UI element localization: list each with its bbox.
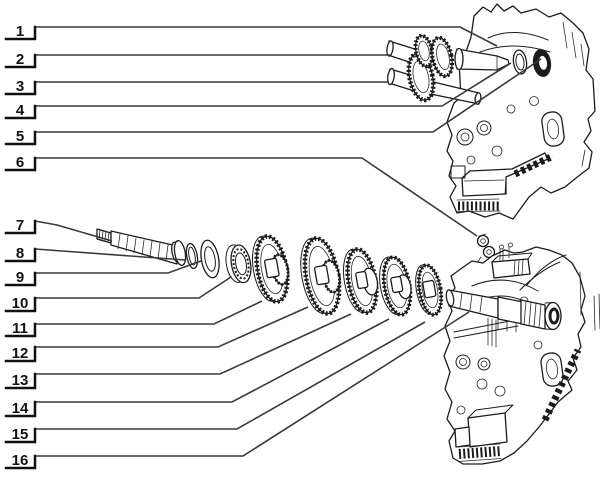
leader-lines — [34, 26, 542, 457]
exploded-parts-row — [96, 228, 562, 331]
callout-number-11: 11 — [12, 320, 28, 337]
leader-line-4 — [35, 62, 512, 107]
leader-line-9 — [35, 260, 202, 274]
leader-line-15 — [35, 321, 426, 430]
callout-number-9: 9 — [16, 269, 24, 286]
leader-line-13 — [35, 313, 352, 375]
castellated-edge — [513, 152, 555, 178]
callout-14: 14 — [4, 400, 37, 418]
callout-number-4: 4 — [16, 102, 25, 119]
part-10-bearing-ring — [225, 244, 252, 284]
part-9-thrust-washer — [200, 239, 220, 279]
callout-1: 1 — [4, 23, 37, 41]
leader-line-12 — [35, 306, 309, 348]
side-window — [541, 111, 565, 147]
callout-10: 10 — [4, 295, 37, 313]
ribbed-strip — [457, 443, 502, 462]
side-window — [540, 352, 564, 387]
part-14-gear — [379, 255, 413, 317]
bolt-holes — [456, 96, 539, 165]
top-cover-plate — [491, 258, 531, 279]
part-7-splined-shaft — [96, 228, 187, 266]
callout-9: 9 — [4, 269, 37, 287]
leader-line-6 — [35, 157, 478, 237]
bottom-housing — [443, 242, 600, 465]
front-seal-ring — [512, 49, 528, 75]
callout-number-2: 2 — [16, 51, 24, 68]
callout-5: 5 — [4, 128, 37, 146]
callout-7: 7 — [4, 217, 37, 235]
callout-number-6: 6 — [16, 154, 24, 171]
leader-line-7 — [34, 220, 113, 242]
callout-number-16: 16 — [12, 452, 29, 469]
top-housing — [446, 3, 596, 220]
callout-labels: 1 2 3 4 5 6 7 8 9 10 11 12 13 14 15 16 — [4, 23, 37, 470]
callout-6: 6 — [4, 154, 37, 172]
callout-2: 2 — [4, 51, 37, 69]
ribbed-strip — [456, 198, 501, 212]
callout-number-8: 8 — [16, 245, 24, 262]
part-13-gear — [342, 247, 379, 315]
mainshaft-gear — [429, 35, 455, 79]
callout-4: 4 — [4, 102, 37, 120]
callout-number-3: 3 — [16, 78, 24, 95]
callout-16: 16 — [4, 452, 37, 470]
callout-number-14: 14 — [12, 400, 29, 417]
leader-line-11 — [35, 300, 263, 325]
callout-number-10: 10 — [12, 295, 29, 312]
callout-number-15: 15 — [12, 426, 29, 443]
part-16-output-shaft — [445, 289, 562, 331]
castellated-edge — [541, 348, 582, 422]
callout-12: 12 — [4, 345, 37, 363]
leader-line-1 — [35, 26, 498, 47]
leader-line-10 — [35, 276, 232, 299]
callout-15: 15 — [4, 426, 37, 444]
bottom-boss — [467, 412, 508, 448]
callout-11: 11 — [4, 320, 37, 338]
part-11-synchro-gear — [252, 234, 290, 304]
top-shaft-assembly — [386, 33, 510, 105]
callout-number-12: 12 — [12, 345, 29, 362]
callout-number-5: 5 — [16, 128, 24, 145]
part-15-coupling-gear — [415, 263, 444, 317]
callout-13: 13 — [4, 372, 37, 390]
callout-3: 3 — [4, 78, 37, 96]
callout-8: 8 — [4, 245, 37, 263]
callout-number-7: 7 — [16, 217, 24, 234]
leader-line-14 — [35, 318, 390, 403]
callout-number-1: 1 — [16, 23, 24, 40]
part-8-snap-ring — [185, 242, 199, 270]
lug — [450, 165, 466, 179]
leader-line-5 — [35, 58, 542, 133]
part-12-gear — [300, 236, 342, 316]
leader-line-8 — [34, 248, 186, 261]
callout-number-13: 13 — [12, 372, 29, 389]
leader-line-16 — [35, 311, 470, 457]
